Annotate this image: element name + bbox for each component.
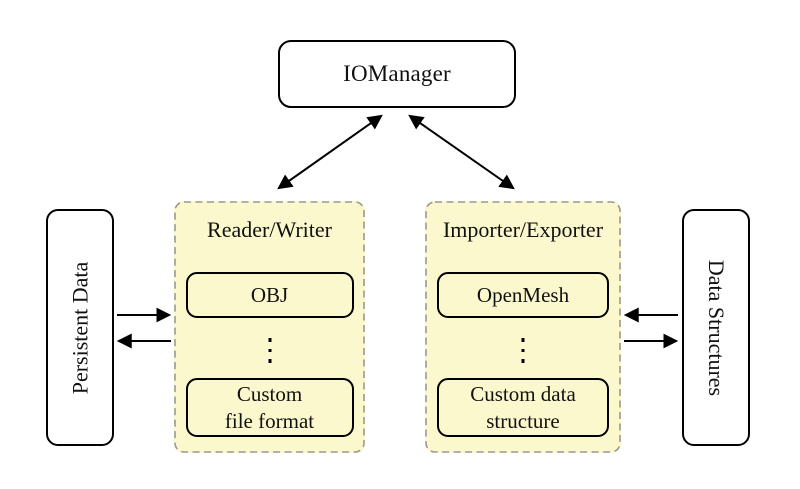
openmesh-label: OpenMesh — [476, 282, 570, 307]
node-persistent-data: Persistent Data — [46, 209, 114, 446]
node-openmesh: OpenMesh — [437, 272, 609, 318]
custom-data-structure-label: Custom data structure — [470, 381, 576, 433]
group-importer-exporter: Importer/Exporter OpenMesh Custom data s… — [425, 201, 621, 453]
node-custom-file-format: Custom file format — [185, 378, 354, 437]
arrow-iomanager-reader-writer — [277, 114, 383, 190]
obj-label: OBJ — [250, 282, 289, 307]
node-iomanager: IOManager — [278, 40, 516, 108]
persistent-data-label: Persistent Data — [67, 261, 92, 394]
group-reader-writer: Reader/Writer OBJ Custom file format — [174, 201, 365, 453]
vertical-ellipsis-icon — [521, 338, 525, 363]
iomanager-label: IOManager — [343, 61, 451, 86]
importer-exporter-title: Importer/Exporter — [442, 217, 604, 242]
data-structures-label: Data Structures — [704, 259, 730, 396]
node-obj: OBJ — [185, 272, 354, 318]
reader-writer-title: Reader/Writer — [207, 217, 332, 242]
vertical-ellipsis-icon — [268, 338, 271, 363]
node-data-structures: Data Structures — [682, 209, 750, 446]
arrow-iomanager-importer-exporter — [408, 114, 515, 190]
node-custom-data-structure: Custom data structure — [437, 378, 609, 437]
custom-file-format-label: Custom file format — [224, 381, 315, 433]
